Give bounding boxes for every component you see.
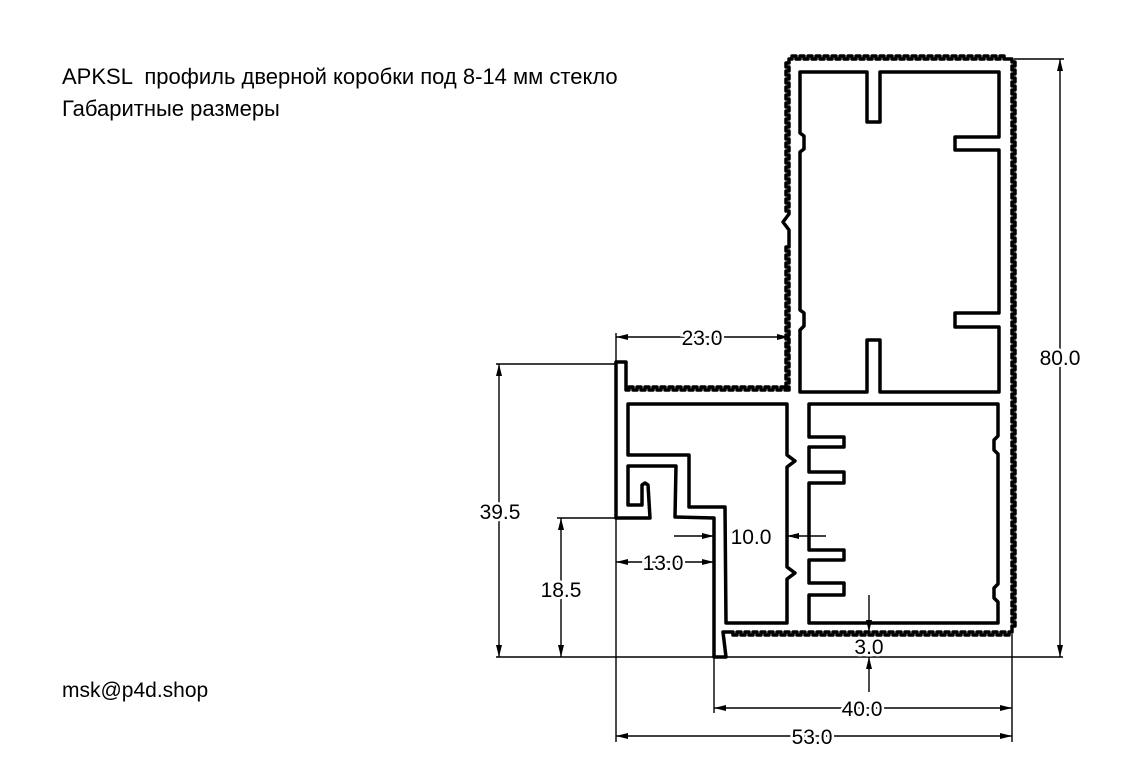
dimension-label-10: 10.0 xyxy=(731,526,772,549)
profile-outer-contour xyxy=(614,54,1017,659)
dimension-label-40: 40.0 xyxy=(842,698,883,721)
right-chamber-with-fingers xyxy=(807,402,1000,625)
dimension-label-80: 80.0 xyxy=(1040,347,1081,370)
left-chamber xyxy=(626,402,797,625)
dimension-label-23: 23.0 xyxy=(682,327,723,350)
drawing-title: APKSL профиль дверной коробки под 8-14 м… xyxy=(62,64,618,89)
dimension-label-18-5: 18.5 xyxy=(541,579,582,602)
dimension-label-13: 13.0 xyxy=(643,552,684,575)
dimension-label-39-5: 39.5 xyxy=(480,501,521,524)
dimension-label-3: 3.0 xyxy=(854,636,883,659)
contact-email: msk@p4d.shop xyxy=(62,679,209,702)
drawing-subtitle: Габаритные размеры xyxy=(62,96,280,121)
upper-chamber xyxy=(798,70,1001,394)
dimension-label-53: 53.0 xyxy=(792,726,833,749)
